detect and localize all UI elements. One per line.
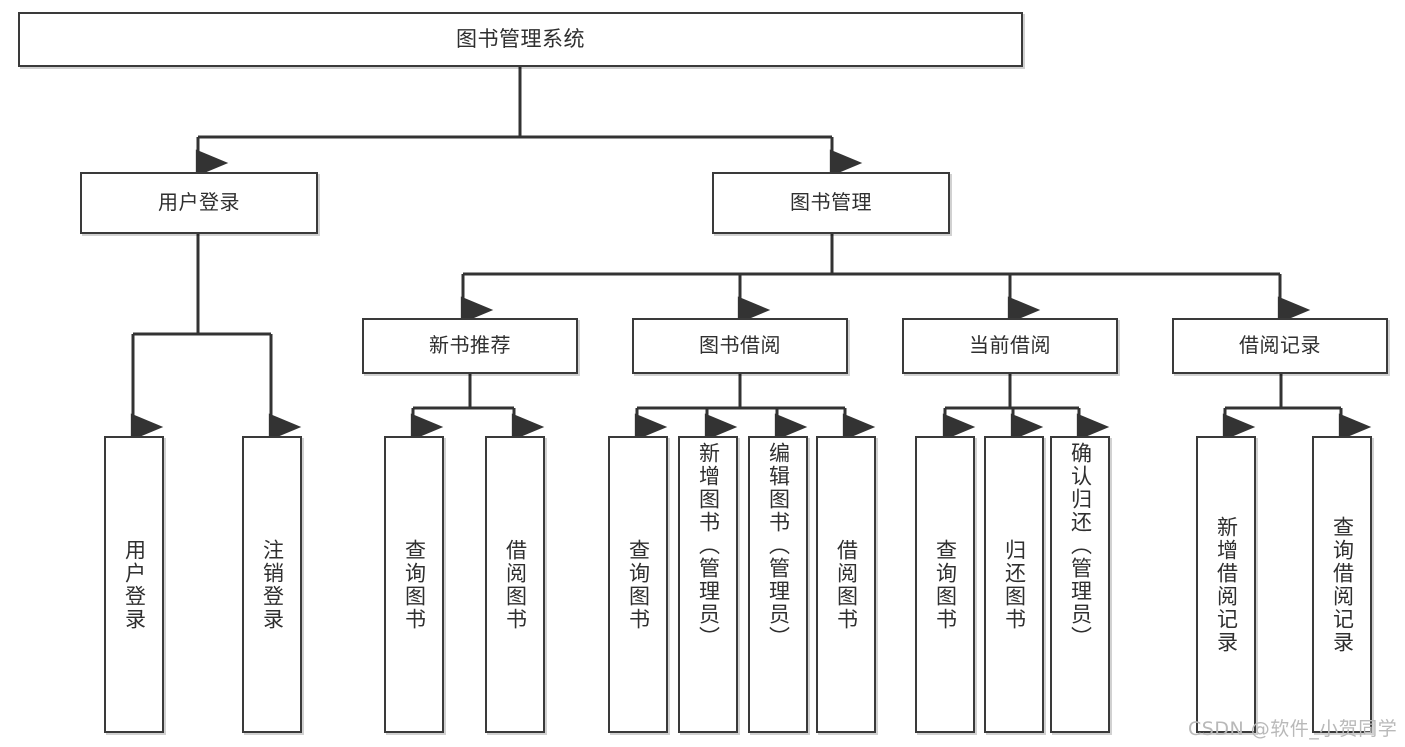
node-leaf-query-book-2-label: 查询图书 <box>626 538 651 631</box>
node-leaf-return-book[interactable]: 归还图书 <box>984 436 1044 733</box>
watermark: CSDN @软件_小贺同学 <box>1188 718 1398 740</box>
node-book-borrow-label: 图书借阅 <box>699 333 781 358</box>
node-leaf-query-record-label: 查询借阅记录 <box>1330 515 1355 654</box>
node-leaf-query-book-2[interactable]: 查询图书 <box>608 436 668 733</box>
node-book-manage-label: 图书管理 <box>790 190 872 215</box>
node-borrow-record[interactable]: 借阅记录 <box>1172 318 1388 374</box>
node-leaf-borrow-book-2-label: 借阅图书 <box>834 538 859 631</box>
node-leaf-add-book[interactable]: 新增图书（管理员） <box>678 436 738 733</box>
node-leaf-edit-book-label: 编辑图书（管理员） <box>766 442 791 649</box>
node-leaf-query-book-3[interactable]: 查询图书 <box>915 436 975 733</box>
node-leaf-borrow-book-2[interactable]: 借阅图书 <box>816 436 876 733</box>
node-leaf-return-book-label: 归还图书 <box>1002 538 1027 631</box>
node-leaf-confirm-return-label: 确认归还（管理员） <box>1068 442 1093 649</box>
node-leaf-borrow-book-1[interactable]: 借阅图书 <box>485 436 545 733</box>
node-leaf-borrow-book-1-label: 借阅图书 <box>503 538 528 631</box>
node-leaf-edit-book[interactable]: 编辑图书（管理员） <box>748 436 808 733</box>
node-leaf-query-book-1[interactable]: 查询图书 <box>384 436 444 733</box>
node-user-login[interactable]: 用户登录 <box>80 172 318 234</box>
node-leaf-user-logout[interactable]: 注销登录 <box>242 436 302 733</box>
node-root-label: 图书管理系统 <box>456 27 585 52</box>
node-root[interactable]: 图书管理系统 <box>18 12 1023 67</box>
node-new-book-recommend[interactable]: 新书推荐 <box>362 318 578 374</box>
node-borrow-record-label: 借阅记录 <box>1239 333 1321 358</box>
node-leaf-add-record[interactable]: 新增借阅记录 <box>1196 436 1256 733</box>
node-leaf-confirm-return[interactable]: 确认归还（管理员） <box>1050 436 1110 733</box>
node-leaf-query-record[interactable]: 查询借阅记录 <box>1312 436 1372 733</box>
node-leaf-query-book-3-label: 查询图书 <box>933 538 958 631</box>
node-current-borrow-label: 当前借阅 <box>969 333 1051 358</box>
node-leaf-add-record-label: 新增借阅记录 <box>1214 515 1239 654</box>
node-book-borrow[interactable]: 图书借阅 <box>632 318 848 374</box>
node-current-borrow[interactable]: 当前借阅 <box>902 318 1118 374</box>
node-book-manage[interactable]: 图书管理 <box>712 172 950 234</box>
node-leaf-query-book-1-label: 查询图书 <box>402 538 427 631</box>
node-leaf-user-login[interactable]: 用户登录 <box>104 436 164 733</box>
node-user-login-label: 用户登录 <box>158 190 240 215</box>
node-leaf-add-book-label: 新增图书（管理员） <box>696 442 721 649</box>
node-leaf-user-logout-label: 注销登录 <box>260 538 285 631</box>
node-leaf-user-login-label: 用户登录 <box>122 538 147 631</box>
node-new-book-recommend-label: 新书推荐 <box>429 333 511 358</box>
